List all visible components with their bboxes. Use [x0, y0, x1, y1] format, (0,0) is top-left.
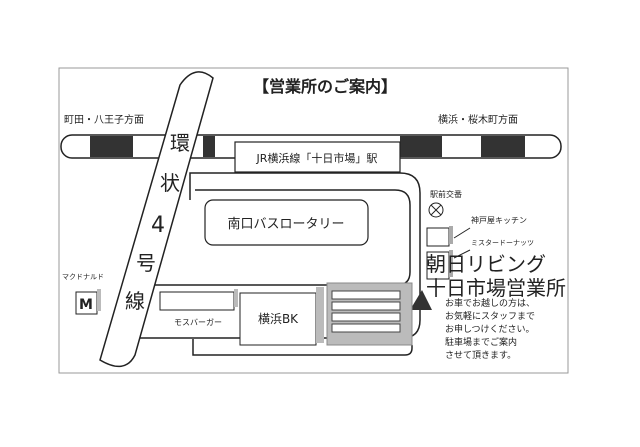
building-shade [449, 250, 453, 277]
svg-text:お申しつけください。: お申しつけください。 [445, 323, 534, 335]
kobeya-building [426, 227, 450, 247]
svg-text:お気軽にスタッフまで: お気軽にスタッフまで [445, 310, 535, 322]
leader-line [453, 227, 471, 239]
direction-left: 町田・八王子方面 [64, 113, 144, 126]
svg-text:線: 線 [125, 289, 145, 313]
mos-label: モスバーガー [174, 317, 222, 327]
misdo-label: ミスタードーナッツ [471, 238, 534, 247]
office-name-line1: 朝日リビング [426, 252, 546, 276]
station-label: JR横浜線「十日市場」駅 [256, 151, 378, 165]
building-shade [316, 287, 324, 343]
svg-text:4: 4 [151, 213, 165, 238]
bank-label: 横浜BK [258, 312, 299, 326]
svg-text:環: 環 [170, 131, 190, 155]
office-marker-icon [410, 290, 432, 310]
parking-lot [326, 282, 413, 346]
svg-text:させて頂きます。: させて頂きます。 [445, 350, 516, 361]
police-box-label: 駅前交番 [430, 189, 462, 199]
mcdonalds-logo-icon: M [79, 297, 93, 313]
police-box-icon [428, 202, 444, 218]
direction-right: 横浜・桜木町方面 [438, 113, 518, 126]
parking-note: お車でお越しの方は、 お気軽にスタッフまで お申しつけください。 駐車場までご案… [445, 297, 535, 361]
building-shade [97, 289, 101, 311]
station-box [234, 141, 401, 173]
mcdonalds-label: マクドナルド [62, 273, 104, 281]
office-name-line2: 十日市場営業所 [426, 276, 566, 300]
kobeya-label: 神戸屋キッチン [471, 215, 527, 225]
bus-rotary-box [204, 199, 369, 246]
svg-text:状: 状 [160, 171, 180, 195]
svg-text:駐車場までご案内: 駐車場までご案内 [445, 336, 517, 348]
map-title: 【営業所のご案内】 [253, 77, 397, 96]
building-shade [234, 289, 238, 307]
bottom-road [192, 339, 413, 356]
ring-road: 環 状 4 号 線 [99, 71, 214, 368]
leader-line [453, 249, 471, 259]
building-shade [449, 226, 453, 244]
svg-text:号: 号 [136, 251, 156, 275]
svg-text:お車でお越しの方は、: お車でお越しの方は、 [445, 297, 535, 309]
map-frame [58, 67, 569, 374]
mos-building [159, 291, 235, 311]
bus-rotary-label: 南口バスロータリー [227, 216, 344, 232]
bank-building [239, 292, 317, 346]
